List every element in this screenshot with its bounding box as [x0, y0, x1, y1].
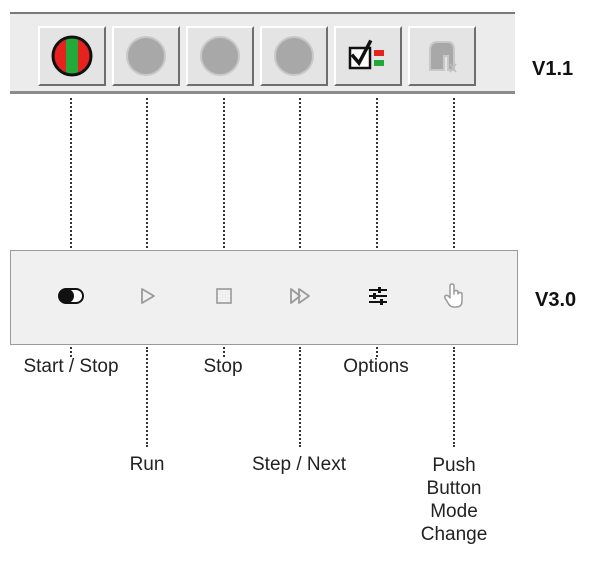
push-button-mode-button-v1-1[interactable]	[408, 26, 476, 86]
square-icon	[216, 288, 232, 304]
options-icon	[348, 39, 384, 70]
step-next-icon	[274, 36, 314, 76]
version-label-v1-1: V1.1	[532, 58, 574, 80]
label-push-line-2: Button	[426, 478, 482, 499]
push-button-mode-icon	[429, 41, 457, 73]
run-button-v1-1[interactable]	[112, 26, 180, 86]
guide-line-step-next	[299, 98, 301, 248]
guide-line-run-lower	[146, 347, 148, 447]
step-next-button-v3-0[interactable]	[286, 281, 316, 311]
step-next-button-v1-1[interactable]	[260, 26, 328, 86]
label-push-line-1: Push	[432, 455, 476, 476]
label-push-button-mode-change: Push Button Mode Change	[412, 454, 496, 546]
stop-button-v3-0[interactable]	[209, 281, 239, 311]
label-run: Run	[129, 454, 165, 475]
guide-line-options	[376, 98, 378, 248]
stop-icon	[200, 36, 240, 76]
fast-forward-icon	[290, 288, 310, 304]
label-step-next: Step / Next	[252, 454, 346, 475]
start-stop-button-v1-1[interactable]	[38, 26, 106, 86]
play-icon	[141, 288, 155, 304]
guide-line-step-next-lower	[299, 347, 301, 447]
guide-line-start-stop-lower	[70, 347, 72, 357]
label-push-line-4: Change	[420, 524, 488, 545]
label-start-stop: Start / Stop	[23, 356, 119, 377]
toolbar-v1-1	[10, 12, 515, 94]
guide-line-stop	[223, 98, 225, 248]
sliders-icon	[369, 287, 387, 305]
push-button-mode-button-v3-0[interactable]	[439, 281, 469, 311]
run-button-v3-0[interactable]	[133, 281, 163, 311]
stop-button-v1-1[interactable]	[186, 26, 254, 86]
options-button-v1-1[interactable]	[334, 26, 402, 86]
hand-pointer-icon	[443, 283, 463, 308]
start-stop-button-v3-0[interactable]	[56, 281, 86, 311]
toggle-icon	[58, 288, 84, 304]
label-options: Options	[343, 356, 409, 377]
guide-line-run	[146, 98, 148, 248]
version-label-v3-0: V3.0	[535, 289, 577, 311]
guide-line-push-button-lower	[453, 347, 455, 447]
label-stop: Stop	[203, 356, 243, 377]
guide-line-options-lower	[376, 347, 378, 357]
guide-line-start-stop	[70, 98, 72, 248]
guide-line-push-button	[453, 98, 455, 248]
options-button-v3-0[interactable]	[363, 281, 393, 311]
guide-line-stop-lower	[223, 347, 225, 357]
label-push-line-3: Mode	[430, 501, 478, 522]
toolbar-v3-0	[10, 250, 518, 345]
run-icon	[126, 36, 166, 76]
start-stop-icon	[51, 35, 93, 77]
